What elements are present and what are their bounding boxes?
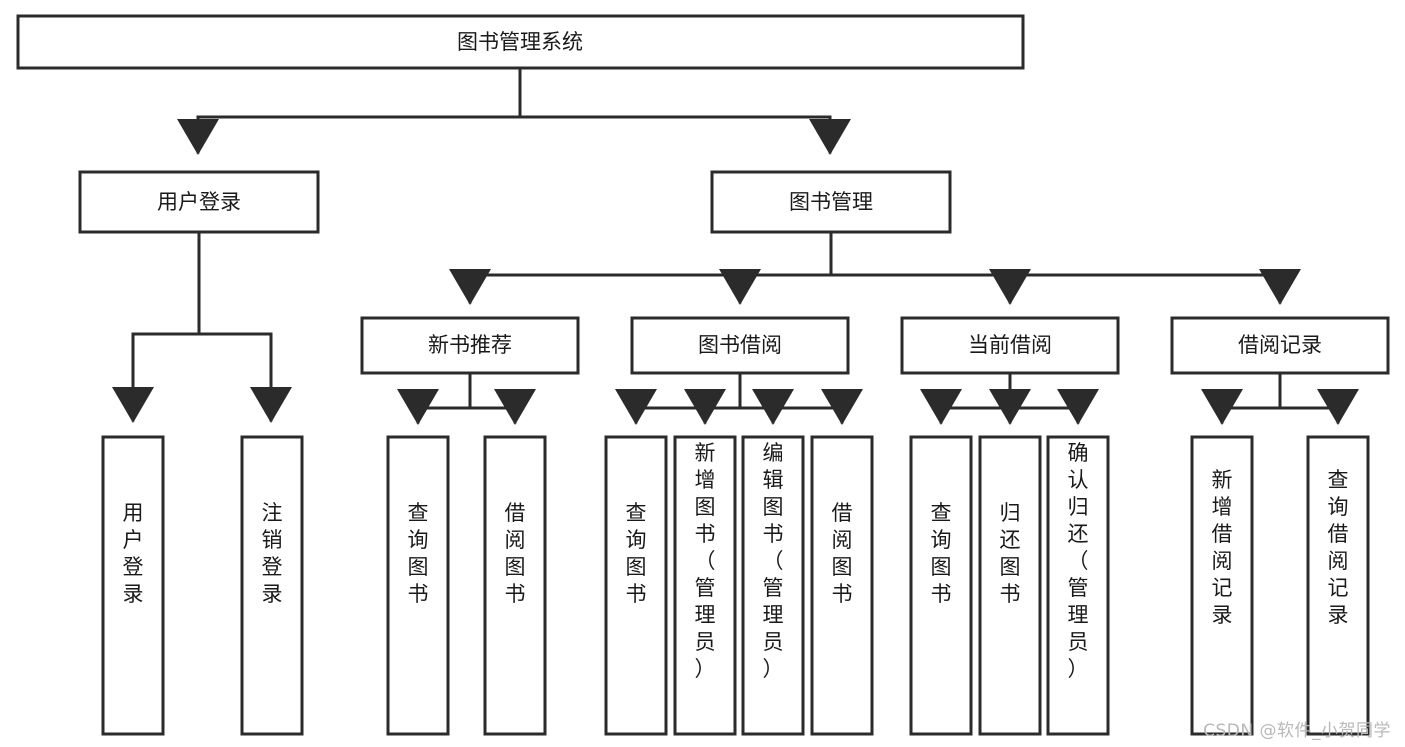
node-book-borrow[interactable]: 图书借阅 [630, 316, 850, 375]
node-book-manage[interactable]: 图书管理 [710, 170, 952, 234]
leaf-edit-book-label: 编辑图书（管理员） [763, 441, 784, 681]
leaf-query-record-label: 查询借阅记录 [1328, 468, 1349, 627]
connector-user-login-to-leaves [112, 230, 292, 423]
node-current-borrow-box[interactable] [900, 316, 1120, 375]
leaf-borrow-book-recommend-label: 借阅图书 [505, 501, 526, 606]
leaf-add-record[interactable]: 新增借阅记录 [1190, 435, 1254, 736]
node-book-borrow-label: 图书借阅 [698, 333, 782, 357]
leaf-query-book-recommend-box[interactable] [386, 435, 450, 736]
node-borrow-record-box[interactable] [1170, 316, 1390, 375]
leaf-query-record-box[interactable] [1306, 435, 1370, 736]
connector-book-manage-to-level3 [449, 230, 1301, 305]
leaf-user-logout-box[interactable] [240, 435, 304, 736]
leaf-query-book-current-label: 查询图书 [931, 501, 952, 606]
leaf-return-book-label: 归还图书 [1000, 501, 1021, 606]
leaf-query-book-borrow-label: 查询图书 [626, 501, 647, 606]
leaf-query-book-borrow-box[interactable] [604, 435, 668, 736]
node-root[interactable]: 图书管理系统 [16, 14, 1025, 70]
leaf-add-record-label: 新增借阅记录 [1212, 468, 1233, 627]
node-book-borrow-box[interactable] [630, 316, 850, 375]
leaf-edit-book[interactable]: 编辑图书（管理员） [741, 435, 805, 736]
leaf-return-book-box[interactable] [978, 435, 1042, 736]
leaf-add-book[interactable]: 新增图书（管理员） [673, 435, 737, 736]
leaf-borrow-book-box[interactable] [810, 435, 874, 736]
leaf-return-book[interactable]: 归还图书 [978, 435, 1042, 736]
node-book-manage-label: 图书管理 [789, 190, 873, 214]
leaf-confirm-return-label: 确认归还（管理员） [1068, 441, 1089, 681]
node-current-borrow[interactable]: 当前借阅 [900, 316, 1120, 375]
node-new-book-recommend-label: 新书推荐 [428, 333, 512, 357]
node-root-label: 图书管理系统 [457, 30, 583, 54]
node-borrow-record[interactable]: 借阅记录 [1170, 316, 1390, 375]
leaf-borrow-book-recommend[interactable]: 借阅图书 [483, 435, 547, 736]
leaf-user-login[interactable]: 用户登录 [101, 435, 165, 736]
leaf-borrow-book-label: 借阅图书 [832, 501, 853, 606]
connector-current-borrow-to-leaves [920, 371, 1099, 425]
connector-borrow-record-to-leaves [1201, 371, 1359, 425]
leaf-query-book-recommend[interactable]: 查询图书 [386, 435, 450, 736]
node-new-book-recommend-box[interactable] [360, 316, 580, 375]
leaf-edit-book-box[interactable] [741, 435, 805, 736]
leaf-add-book-box[interactable] [673, 435, 737, 736]
node-current-borrow-label: 当前借阅 [968, 333, 1052, 357]
leaf-query-book-current[interactable]: 查询图书 [909, 435, 973, 736]
leaf-confirm-return[interactable]: 确认归还（管理员） [1046, 435, 1110, 736]
node-root-box[interactable] [16, 14, 1025, 70]
node-user-login-label: 用户登录 [157, 190, 241, 214]
leaf-user-logout-label: 注销登录 [262, 501, 283, 606]
leaf-user-login-label: 用户登录 [123, 501, 144, 606]
leaf-user-logout[interactable]: 注销登录 [240, 435, 304, 736]
node-book-manage-box[interactable] [710, 170, 952, 234]
node-new-book-recommend[interactable]: 新书推荐 [360, 316, 580, 375]
connector-new-book-recommend-to-leaves [397, 371, 536, 425]
leaf-query-book-recommend-label: 查询图书 [408, 501, 429, 606]
leaf-borrow-book-recommend-box[interactable] [483, 435, 547, 736]
leaf-query-book-current-box[interactable] [909, 435, 973, 736]
leaf-confirm-return-box[interactable] [1046, 435, 1110, 736]
leaf-query-book-borrow[interactable]: 查询图书 [604, 435, 668, 736]
leaf-add-record-box[interactable] [1190, 435, 1254, 736]
leaf-user-login-box[interactable] [101, 435, 165, 736]
node-borrow-record-label: 借阅记录 [1238, 333, 1322, 357]
leaf-borrow-book[interactable]: 借阅图书 [810, 435, 874, 736]
connector-book-borrow-to-leaves [615, 371, 863, 425]
connector-root-to-level2 [177, 66, 851, 155]
leaf-query-record[interactable]: 查询借阅记录 [1306, 435, 1370, 736]
node-user-login[interactable]: 用户登录 [78, 170, 320, 234]
leaf-add-book-label: 新增图书（管理员） [695, 441, 716, 681]
